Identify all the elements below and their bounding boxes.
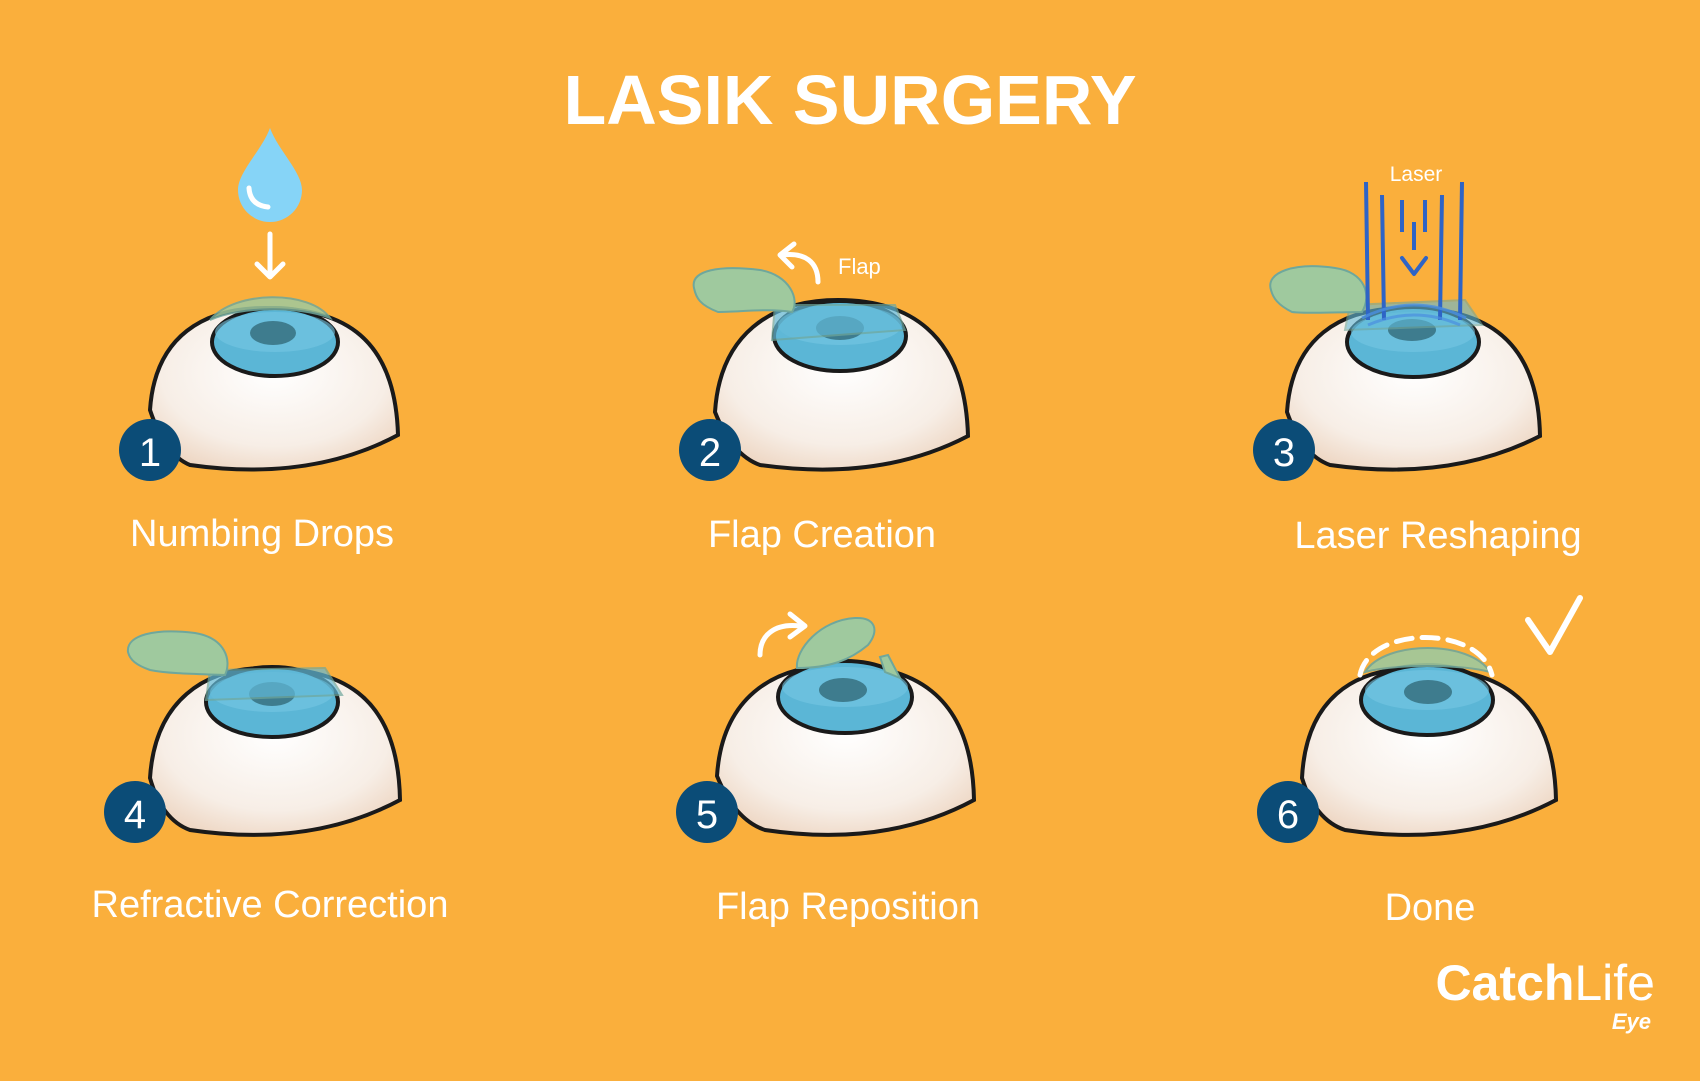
- laser-beam-icon: [1361, 181, 1467, 327]
- step-badge-2: 2: [679, 419, 741, 481]
- eye-illustration-6: [1299, 635, 1559, 837]
- flap-5: [795, 616, 903, 680]
- eye-illustration-1: [147, 296, 401, 472]
- brand-logo: CatchLife Eye: [1415, 955, 1655, 1033]
- step-badge-3: 3: [1253, 419, 1315, 481]
- brand-name-light: Life: [1574, 955, 1655, 1011]
- step-number-5: 5: [696, 793, 718, 837]
- curved-arrow-icon: [757, 611, 808, 658]
- step-badge-1: 1: [119, 419, 181, 481]
- eye-illustration-5: [714, 659, 977, 837]
- step-number-6: 6: [1277, 793, 1299, 837]
- step-number-2: 2: [699, 431, 721, 475]
- step-label-1: Numbing Drops: [130, 513, 394, 555]
- step-label-6: Done: [1384, 887, 1476, 929]
- step-badge-5: 5: [676, 781, 738, 843]
- step-number-1: 1: [139, 431, 161, 475]
- checkmark-icon: [1525, 595, 1583, 655]
- brand-name: CatchLife: [1415, 955, 1655, 1011]
- brand-name-bold: Catch: [1435, 955, 1575, 1011]
- step-number-4: 4: [124, 793, 146, 837]
- eye-illustration-4: [147, 665, 403, 837]
- step-label-5: Flap Reposition: [715, 886, 981, 928]
- curved-arrow-icon: [777, 241, 821, 285]
- step-number-3: 3: [1273, 431, 1295, 475]
- eye-illustration-2: [712, 297, 971, 472]
- flap-2: [692, 267, 796, 314]
- step-badge-4: 4: [104, 781, 166, 843]
- eye-illustration-3: [1284, 298, 1543, 472]
- brand-subtitle: Eye: [1611, 1009, 1651, 1034]
- step-label-4: Refractive Correction: [91, 884, 449, 926]
- laser-annotation: Laser: [1390, 163, 1443, 186]
- arrow-down-icon: [254, 231, 286, 280]
- step-label-3: Laser Reshaping: [1294, 515, 1582, 557]
- flap-3: [1269, 265, 1368, 314]
- page-title: LASIK SURGERY: [563, 61, 1137, 139]
- flap-annotation: Flap: [838, 254, 881, 279]
- step-label-2: Flap Creation: [707, 514, 937, 556]
- flap-4: [126, 630, 229, 677]
- water-drop-icon: [238, 128, 302, 222]
- step-badge-6: 6: [1257, 781, 1319, 843]
